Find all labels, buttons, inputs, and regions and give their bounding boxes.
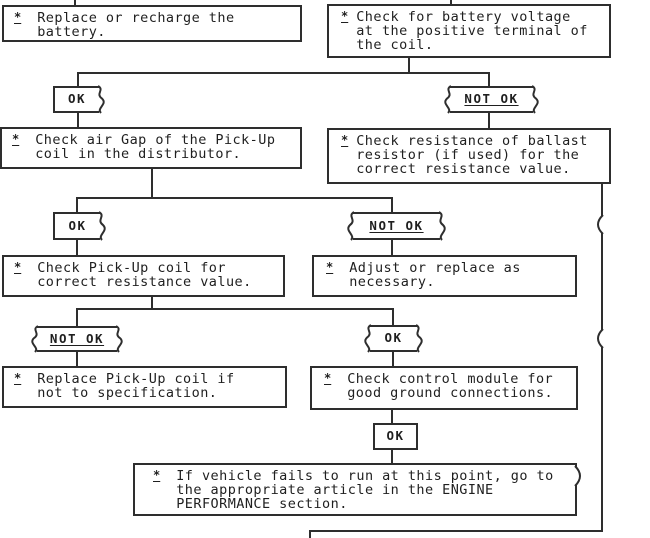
footnote-asterisk: * <box>14 260 22 274</box>
step-text-line: correct resistance value. <box>356 161 571 177</box>
box-edge-curl-icon <box>574 465 581 487</box>
connector-line <box>76 350 78 367</box>
connector-line <box>77 72 490 74</box>
step-text-line: battery. <box>37 24 106 40</box>
flag-curl-icon <box>438 211 446 241</box>
step-box-check-control-module: * Check control module for good ground c… <box>310 366 578 410</box>
connector-line <box>74 0 76 7</box>
step-text-line: correct resistance value. <box>37 274 252 290</box>
step-text-line: Replace or recharge the <box>37 10 235 26</box>
connector-line <box>77 111 79 128</box>
connector-line-right-bypass <box>601 183 603 532</box>
flag-curl-icon <box>364 324 372 353</box>
footnote-asterisk: * <box>324 371 332 385</box>
flag-ok: OK <box>53 211 106 241</box>
flag-label: OK <box>384 330 403 346</box>
connector-line <box>391 197 393 213</box>
flag-not-ok: NOT OK <box>444 85 539 114</box>
flag-not-ok: NOT OK <box>31 325 123 353</box>
flag-label: NOT OK <box>49 330 105 346</box>
line-jog-mark <box>597 328 604 349</box>
flag-curl-icon <box>444 85 452 114</box>
connector-line <box>309 530 311 538</box>
step-text-line: resistor (if used) for the <box>356 147 580 163</box>
connector-line <box>151 168 153 199</box>
flag-label: NOT OK <box>369 217 424 233</box>
connector-line <box>76 238 78 256</box>
step-box-replace-battery: * Replace or recharge the battery. <box>2 5 302 42</box>
step-text-line: Adjust or replace as <box>349 260 521 276</box>
step-box-engine-performance: * If vehicle fails to run at this point,… <box>133 463 577 516</box>
connector-line <box>309 530 603 532</box>
step-text-line: If vehicle fails to run at this point, g… <box>176 468 554 484</box>
step-box-check-voltage: * Check for battery voltage at the posit… <box>327 4 611 58</box>
step-text-line: Check air Gap of the Pick-Up <box>35 132 276 148</box>
flag-label: OK <box>386 428 405 444</box>
step-text-line: at the positive terminal of <box>356 23 588 39</box>
step-box-check-ballast: * Check resistance of ballast resistor (… <box>327 128 611 184</box>
line-jog-mark <box>597 214 604 235</box>
connector-line <box>392 350 394 367</box>
flag-ok: OK <box>53 85 105 114</box>
step-box-adjust-replace: * Adjust or replace as necessary. <box>312 255 577 297</box>
footnote-asterisk: * <box>326 260 334 274</box>
connector-line <box>76 197 78 213</box>
step-text-line: Check for battery voltage <box>356 9 571 25</box>
step-box-check-pickup-coil: * Check Pick-Up coil for correct resista… <box>2 255 285 297</box>
flag-curl-icon <box>347 211 355 241</box>
footnote-asterisk: * <box>341 133 349 147</box>
step-text-line: Check control module for <box>347 371 554 387</box>
connector-line <box>450 0 452 6</box>
flag-curl-icon <box>531 85 539 114</box>
step-text-line: Check resistance of ballast <box>356 133 588 149</box>
step-text-line: Check Pick-Up coil for <box>37 260 226 276</box>
footnote-asterisk: * <box>153 468 161 482</box>
footnote-asterisk: * <box>341 9 349 23</box>
step-box-replace-pickup-coil: * Replace Pick-Up coil if not to specifi… <box>2 366 287 408</box>
flag-label: OK <box>67 91 87 107</box>
flag-curl-icon <box>415 324 423 353</box>
connector-line <box>77 72 79 88</box>
flag-label: OK <box>68 217 87 233</box>
footnote-asterisk: * <box>12 132 20 146</box>
flag-curl-icon <box>98 211 106 241</box>
flag-not-ok: NOT OK <box>347 211 446 241</box>
step-text-line: Replace Pick-Up coil if <box>37 371 235 387</box>
connector-line <box>76 308 394 310</box>
connector-line <box>488 72 490 88</box>
flag-ok: OK <box>373 423 418 450</box>
footnote-asterisk: * <box>14 10 22 24</box>
connector-line <box>391 448 393 464</box>
step-text-line: PERFORMANCE section. <box>176 496 348 512</box>
flag-curl-icon <box>31 325 39 353</box>
flag-label: NOT OK <box>464 91 519 107</box>
connector-line <box>151 296 153 310</box>
flag-ok: OK <box>364 324 423 353</box>
connector-line <box>392 308 394 326</box>
footnote-asterisk: * <box>14 371 22 385</box>
step-text-line: not to specification. <box>37 385 218 401</box>
flag-curl-icon <box>115 325 123 353</box>
connector-line <box>76 197 393 199</box>
connector-line <box>488 111 490 129</box>
step-text-line: the coil. <box>356 37 434 53</box>
step-text-line: coil in the distributor. <box>35 146 242 162</box>
step-box-check-air-gap: * Check air Gap of the Pick-Up coil in t… <box>0 127 302 169</box>
connector-line <box>76 308 78 327</box>
connector-line <box>391 408 393 424</box>
flag-curl-icon <box>97 85 105 114</box>
connector-line <box>391 238 393 256</box>
step-text-line: the appropriate article in the ENGINE <box>176 482 494 498</box>
step-text-line: necessary. <box>349 274 436 290</box>
step-text-line: good ground connections. <box>347 385 554 401</box>
connector-line <box>408 57 410 74</box>
